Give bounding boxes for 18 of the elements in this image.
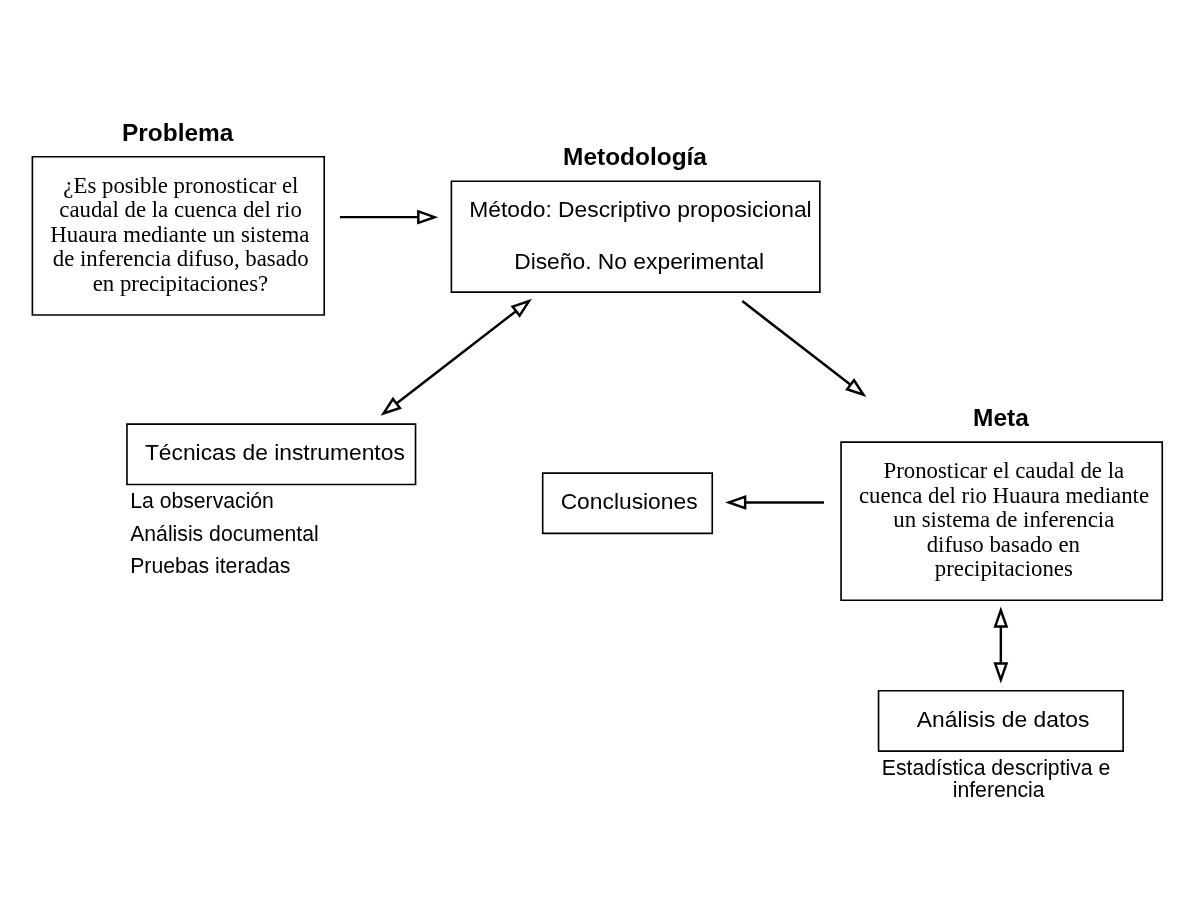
- node-label: Metodología: [563, 142, 707, 170]
- node-box: Método: Descriptivo proposicional Diseño. No experimental: [450, 179, 821, 293]
- node-label: Análisis documental: [130, 521, 319, 545]
- node-box: Técnicas de instrumentos: [126, 422, 417, 485]
- arrow: [741, 299, 867, 397]
- node-label: La observación: [130, 488, 274, 512]
- arrow: [993, 606, 1009, 683]
- node-box: Conclusiones: [541, 471, 714, 534]
- arrow: [725, 494, 824, 510]
- arrow: [380, 298, 532, 416]
- node-box: Pronosticar el caudal de la cuenca del rio Huaura mediante un sistema de inferencia difuso basado en precipitaciones: [840, 440, 1164, 601]
- node-label: Problema: [122, 118, 234, 145]
- node-box: ¿Es posible pronosticar el caudal de la cuenca del rio Huaura mediante un sistema de inferencia difuso, basado en precipitaciones?: [31, 155, 326, 316]
- node-label: Estadística descriptiva e inferencia: [881, 755, 1111, 801]
- node-box: Análisis de datos: [877, 689, 1124, 752]
- node-label: Meta: [973, 403, 1029, 431]
- arrow: [339, 209, 439, 225]
- node-label: Pruebas iteradas: [130, 553, 291, 577]
